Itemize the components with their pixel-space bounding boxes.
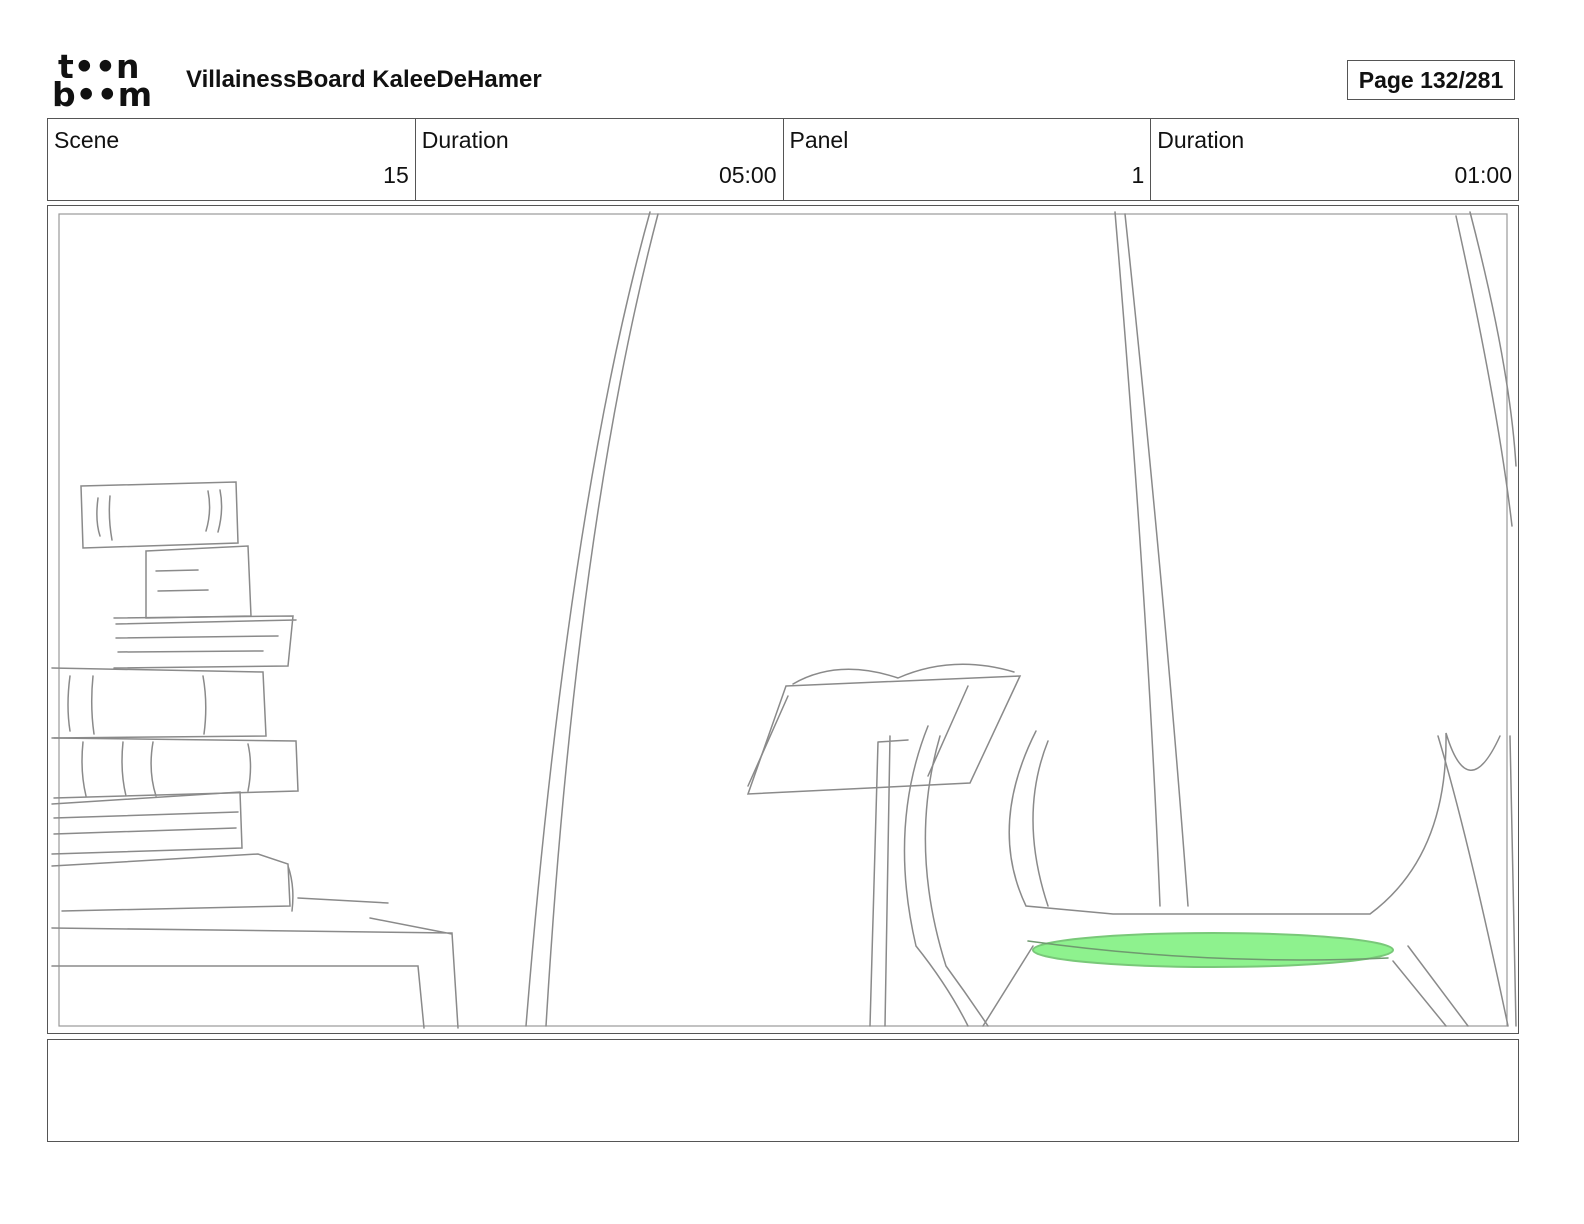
curtain-lines [525, 211, 1517, 1027]
scene-cell: Scene 15 [48, 119, 416, 200]
scene-label: Scene [54, 127, 120, 153]
book-stack [51, 481, 299, 912]
storyboard-panel [47, 205, 1519, 1034]
board-title: VillainessBoard KaleeDeHamer [186, 66, 542, 93]
panel-notes [47, 1039, 1519, 1142]
panel-cell: Panel 1 [784, 119, 1152, 200]
lectern [746, 663, 1022, 1027]
page-indicator: Page 132/281 [1347, 60, 1515, 100]
panel-value: 1 [1131, 162, 1145, 188]
scene-value: 15 [383, 162, 409, 188]
green-seat-highlight [1032, 932, 1394, 968]
side-table [51, 897, 459, 1029]
scene-duration-cell: Duration 05:00 [416, 119, 784, 200]
scene-duration-label: Duration [421, 127, 509, 153]
panel-duration-label: Duration [1157, 127, 1245, 153]
panel-duration-value: 01:00 [1454, 162, 1512, 188]
toonboom-logo: t••n b••m [50, 50, 166, 112]
panel-duration-cell: Duration 01:00 [1151, 119, 1518, 200]
horned-throne [903, 725, 1517, 1027]
panel-sketch [51, 211, 1517, 1029]
inner-frame [58, 213, 1508, 1027]
scene-duration-value: 05:00 [718, 162, 777, 188]
scene-info-table: Scene 15 Duration 05:00 Panel 1 Duration… [47, 118, 1519, 201]
logo-line-bottom: b••m [52, 75, 153, 114]
logo-line-top: t••n [58, 47, 140, 86]
page-label: Page 132/281 [1358, 66, 1504, 93]
panel-label: Panel [789, 127, 849, 153]
